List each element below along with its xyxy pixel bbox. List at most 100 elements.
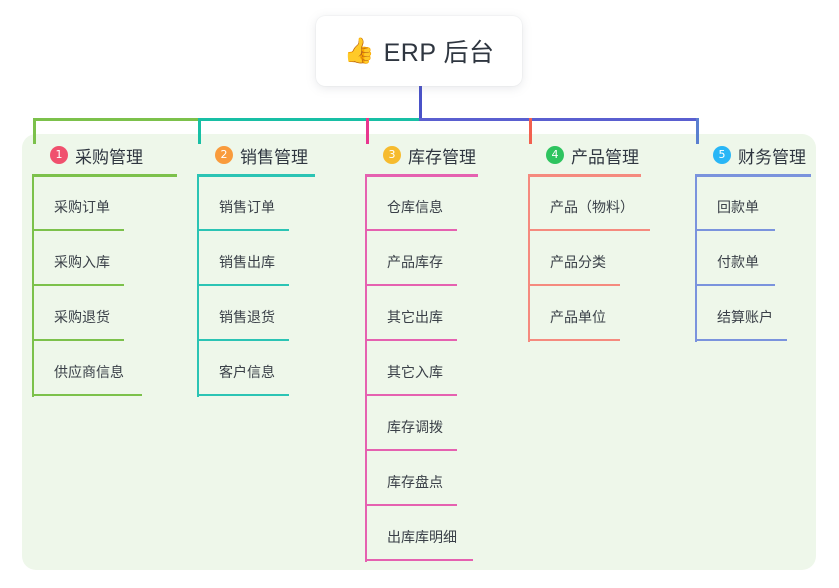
- leaf-list: 销售订单销售出库销售退货客户信息: [197, 177, 315, 397]
- leaf-list: 回款单付款单结算账户: [695, 177, 811, 342]
- leaf-underline: [197, 284, 289, 286]
- drop-line-1: [33, 118, 36, 144]
- leaf-list: 采购订单采购入库采购退货供应商信息: [32, 177, 177, 397]
- leaf-underline: [365, 229, 457, 231]
- column-title: 财务管理: [738, 147, 806, 167]
- leaf-item[interactable]: 库存调拨: [365, 397, 478, 452]
- leaf-label: 销售退货: [219, 309, 275, 325]
- column-采购管理: 1 采购管理采购订单采购入库采购退货供应商信息: [32, 141, 177, 397]
- leaf-underline: [695, 284, 775, 286]
- leaf-label: 采购订单: [54, 199, 110, 215]
- column-title: 产品管理: [571, 147, 639, 167]
- leaf-underline: [528, 339, 620, 341]
- thumbs-up-icon: 👍: [343, 36, 375, 65]
- leaf-item[interactable]: 回款单: [695, 177, 811, 232]
- leaf-label: 仓库信息: [387, 199, 443, 215]
- leaf-underline: [197, 394, 289, 396]
- bus-segment-left: [33, 118, 200, 121]
- leaf-label: 采购入库: [54, 254, 110, 270]
- leaf-item[interactable]: 销售订单: [197, 177, 315, 232]
- leaf-underline: [32, 284, 124, 286]
- trunk-line: [419, 86, 422, 121]
- leaf-label: 付款单: [717, 254, 759, 270]
- leaf-label: 采购退货: [54, 309, 110, 325]
- leaf-item[interactable]: 产品单位: [528, 287, 641, 342]
- leaf-item[interactable]: 销售出库: [197, 232, 315, 287]
- leaf-item[interactable]: 仓库信息: [365, 177, 478, 232]
- leaf-item[interactable]: 采购订单: [32, 177, 177, 232]
- column-header-1[interactable]: 1 采购管理: [32, 141, 177, 169]
- root-node-card[interactable]: 👍 ERP 后台: [316, 16, 522, 86]
- column-title: 库存管理: [408, 147, 476, 167]
- column-库存管理: 3 库存管理仓库信息产品库存其它出库其它入库库存调拨库存盘点出库库明细: [365, 141, 478, 562]
- column-underline: [197, 174, 315, 177]
- root-node-title: ERP 后台: [383, 39, 495, 67]
- leaf-list: 产品（物料） 产品分类产品单位: [528, 177, 650, 342]
- leaf-underline: [32, 339, 124, 341]
- leaf-underline: [32, 229, 124, 231]
- leaf-label: 结算账户: [717, 309, 773, 325]
- leaf-underline: [365, 394, 457, 396]
- column-underline: [528, 174, 641, 177]
- column-badge-icon: 3: [383, 146, 401, 164]
- leaf-item[interactable]: 销售退货: [197, 287, 315, 342]
- column-title: 采购管理: [75, 147, 143, 167]
- leaf-item[interactable]: 产品分类: [528, 232, 641, 287]
- leaf-item[interactable]: 结算账户: [695, 287, 811, 342]
- leaf-label: 回款单: [717, 199, 759, 215]
- leaf-item[interactable]: 其它入库: [365, 342, 478, 397]
- column-underline: [32, 174, 177, 177]
- drop-line-5: [696, 118, 699, 144]
- leaf-item[interactable]: 客户信息: [197, 342, 315, 397]
- column-spine: [528, 177, 530, 342]
- leaf-underline: [365, 284, 457, 286]
- drop-line-3: [366, 118, 369, 144]
- leaf-underline: [365, 504, 457, 506]
- column-财务管理: 5 财务管理回款单付款单结算账户: [695, 141, 811, 342]
- leaf-item[interactable]: 付款单: [695, 232, 811, 287]
- column-badge-icon: 5: [713, 146, 731, 164]
- leaf-item[interactable]: 产品（物料）: [528, 177, 650, 232]
- leaf-list: 仓库信息产品库存其它出库其它入库库存调拨库存盘点出库库明细: [365, 177, 478, 562]
- leaf-item[interactable]: 供应商信息: [32, 342, 177, 397]
- leaf-underline: [32, 394, 142, 396]
- diagram-panel: [22, 134, 816, 570]
- column-spine: [197, 177, 199, 397]
- leaf-item[interactable]: 采购入库: [32, 232, 177, 287]
- leaf-underline: [365, 339, 457, 341]
- bus-segment-right: [419, 118, 699, 121]
- column-header-5[interactable]: 5 财务管理: [695, 141, 811, 169]
- leaf-label: 销售订单: [219, 199, 275, 215]
- column-spine: [695, 177, 697, 342]
- leaf-label: 其它入库: [387, 364, 443, 380]
- leaf-label: 库存调拨: [387, 419, 443, 435]
- leaf-label: 销售出库: [219, 254, 275, 270]
- leaf-item[interactable]: 库存盘点: [365, 452, 478, 507]
- leaf-label: 产品（物料）: [550, 199, 634, 215]
- leaf-underline: [365, 559, 473, 561]
- leaf-label: 出库库明细: [387, 529, 457, 545]
- leaf-item[interactable]: 其它出库: [365, 287, 478, 342]
- column-spine: [365, 177, 367, 562]
- leaf-label: 产品单位: [550, 309, 606, 325]
- leaf-item[interactable]: 产品库存: [365, 232, 478, 287]
- leaf-underline: [528, 229, 650, 231]
- column-badge-icon: 1: [50, 146, 68, 164]
- column-underline: [695, 174, 811, 177]
- leaf-label: 供应商信息: [54, 364, 124, 380]
- leaf-item[interactable]: 采购退货: [32, 287, 177, 342]
- drop-line-4: [529, 118, 532, 144]
- column-underline: [365, 174, 478, 177]
- leaf-label: 产品分类: [550, 254, 606, 270]
- leaf-item[interactable]: 出库库明细: [365, 507, 478, 562]
- column-header-3[interactable]: 3 库存管理: [365, 141, 478, 169]
- column-spine: [32, 177, 34, 397]
- bus-segment-mid: [198, 118, 422, 121]
- leaf-label: 库存盘点: [387, 474, 443, 490]
- column-title: 销售管理: [240, 147, 308, 167]
- drop-line-2: [198, 118, 201, 144]
